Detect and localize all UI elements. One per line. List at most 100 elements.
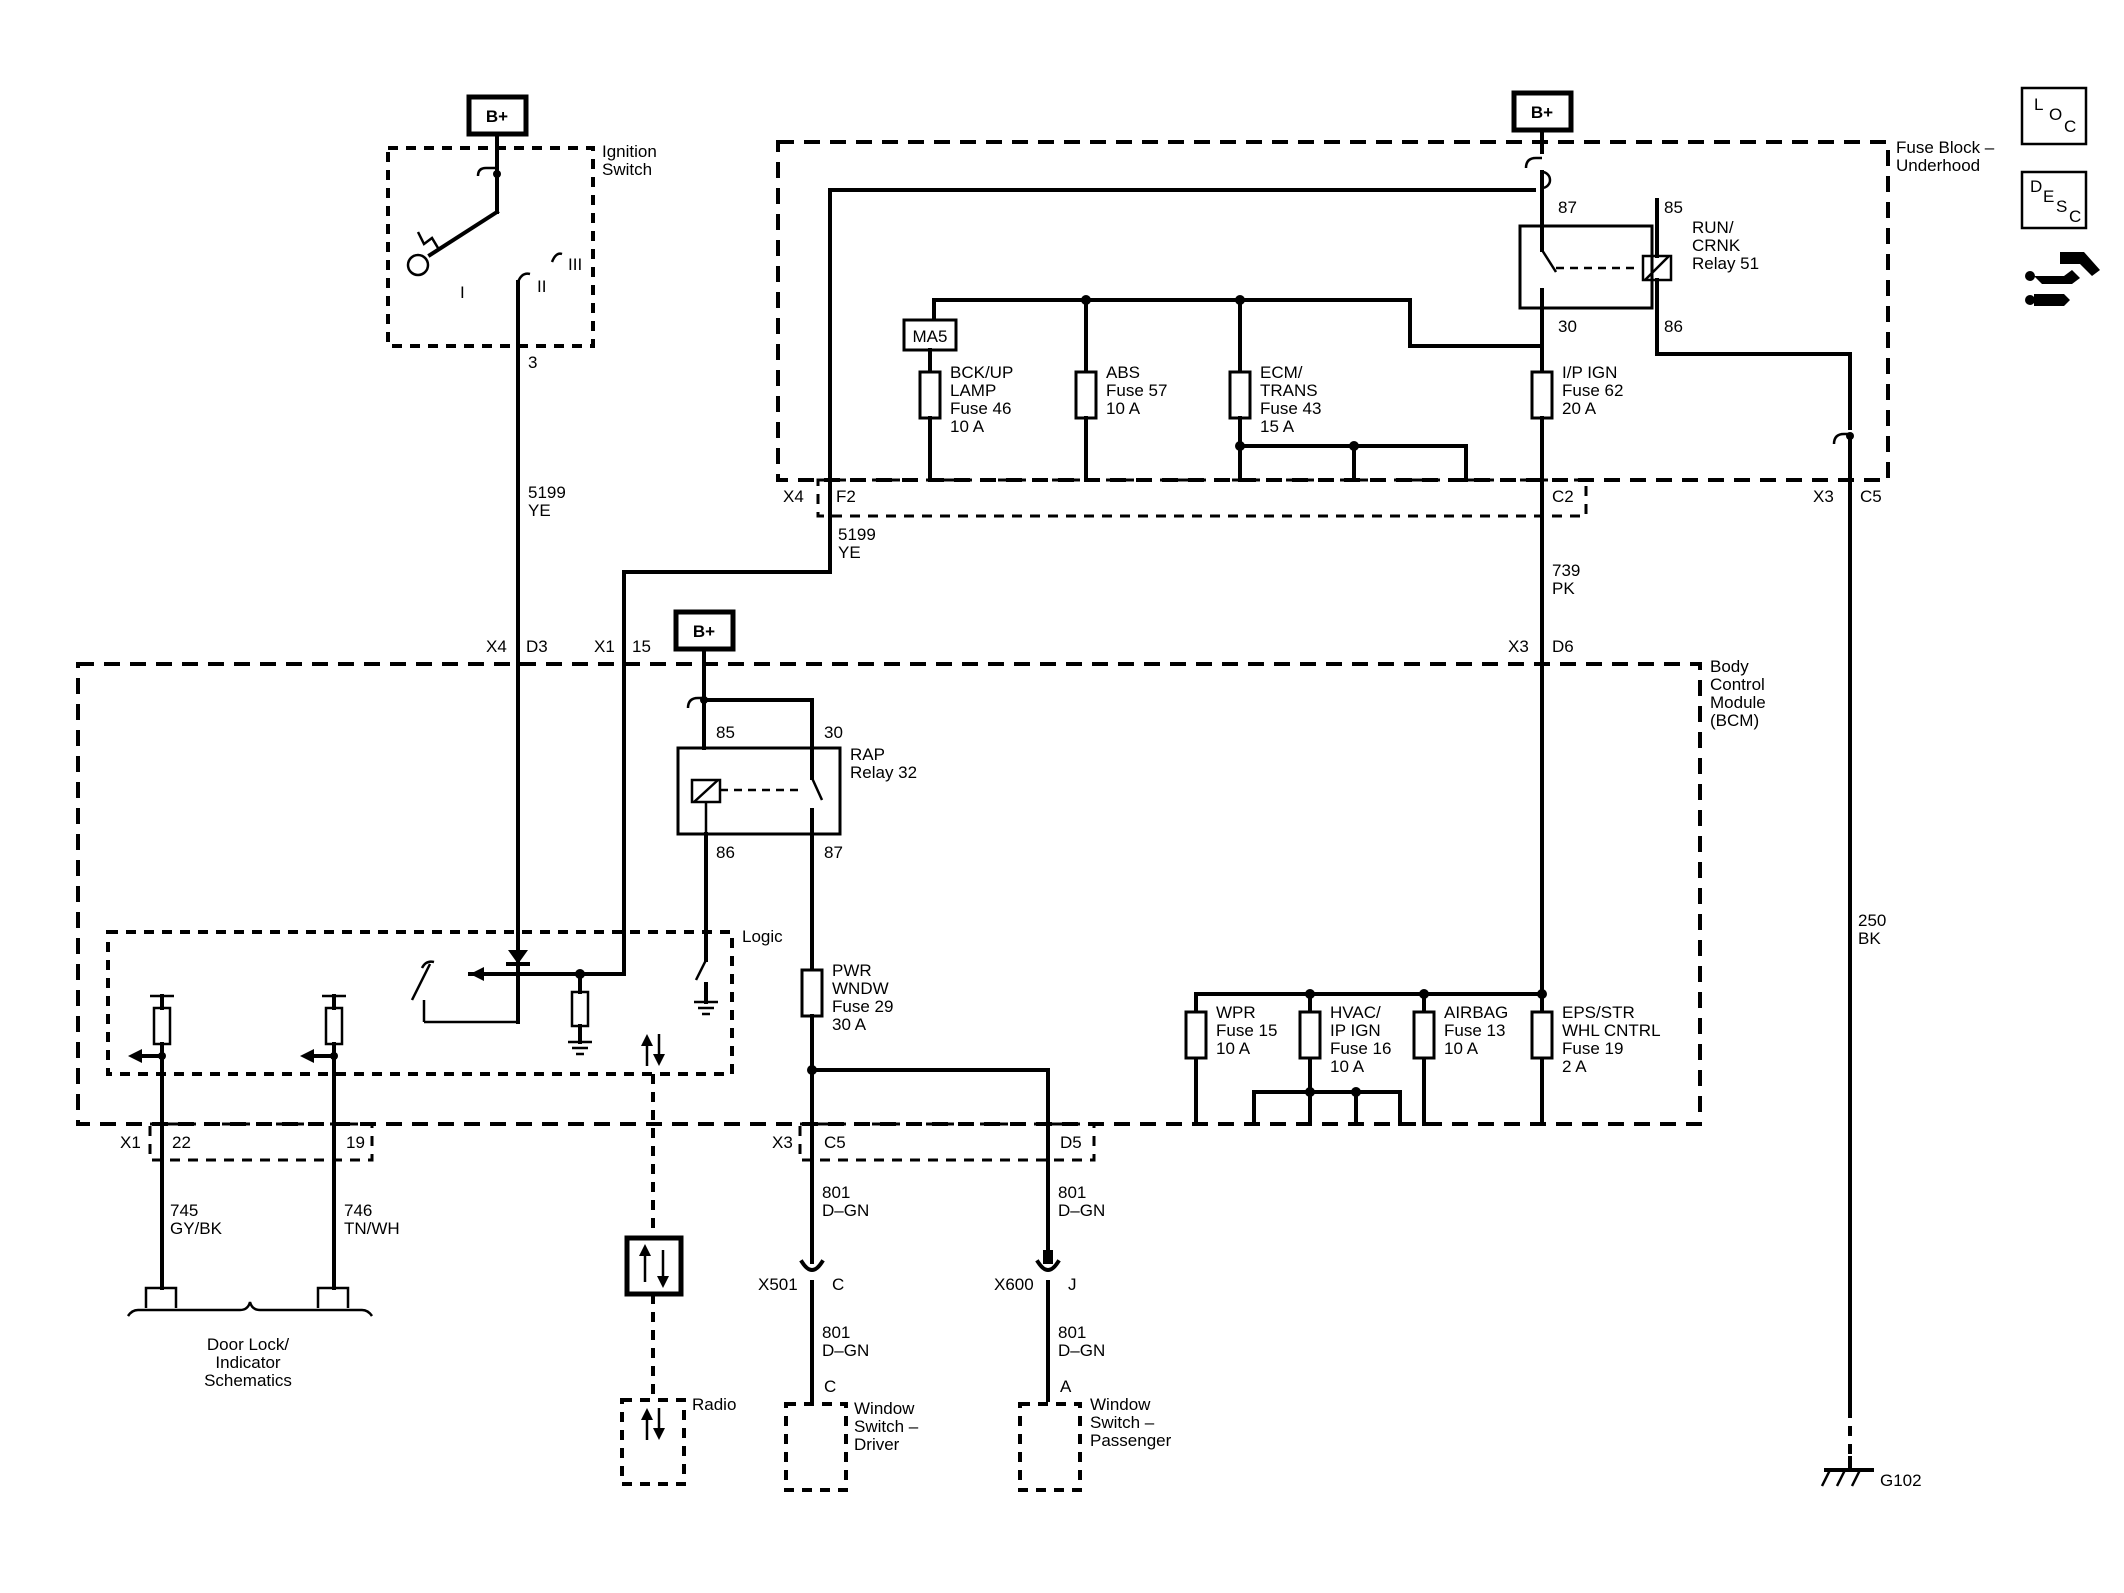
ma5-label: MA5: [913, 327, 948, 346]
fuse19-label: Fuse 19: [1562, 1039, 1623, 1058]
fuse43-label: 15 A: [1260, 417, 1295, 436]
wire-739-color: PK: [1552, 579, 1575, 598]
bcm-conn-d5: D5: [1060, 1133, 1082, 1152]
inline-x501-pin: C: [832, 1275, 844, 1294]
fuse29-label: WNDW: [832, 979, 889, 998]
bcm-label: Module: [1710, 693, 1766, 712]
fb-conn-x4: X4: [783, 487, 804, 506]
fuse16-label: HVAC/: [1330, 1003, 1381, 1022]
inline-x600-pin: J: [1068, 1275, 1077, 1294]
wire-745-color: GY/BK: [170, 1219, 223, 1238]
fb-conn-c5: C5: [1860, 487, 1882, 506]
bcm-conn-15: 15: [632, 637, 651, 656]
window-passenger-label: Switch –: [1090, 1413, 1155, 1432]
bcm-conn-x3: X3: [1508, 637, 1529, 656]
fuse43-label: Fuse 43: [1260, 399, 1321, 418]
door-lock-label: Indicator: [215, 1353, 281, 1372]
door-lock-schematics-ref[interactable]: Door Lock/ Indicator Schematics: [126, 1286, 374, 1390]
desc-icon[interactable]: D E S C: [2020, 170, 2088, 230]
fuse16-label: IP IGN: [1330, 1021, 1381, 1040]
fuse19-label: EPS/STR: [1562, 1003, 1635, 1022]
relay51-pin-85: 85: [1664, 198, 1683, 217]
ign-pos-1: I: [460, 283, 465, 302]
bcm-conn-x4: X4: [486, 637, 507, 656]
ground-label: G102: [1880, 1471, 1922, 1490]
relay32-pin-87: 87: [824, 843, 843, 862]
fuse-block-label: Underhood: [1896, 156, 1980, 175]
wire-801-d5-id: 801: [1058, 1183, 1086, 1202]
wire-801-d5-color: D–GN: [1058, 1201, 1105, 1220]
window-passenger-label: Window: [1090, 1395, 1151, 1414]
wire-801-pass-color: D–GN: [1058, 1341, 1105, 1360]
window-switch-driver: Window Switch – Driver: [784, 1399, 919, 1492]
bcm-conn-19: 19: [346, 1133, 365, 1152]
bcm-conn-bottom-x1: X1: [120, 1133, 141, 1152]
relay32-pin-85: 85: [716, 723, 735, 742]
window-driver-pin: C: [824, 1377, 836, 1396]
wire-801-drv-id: 801: [822, 1323, 850, 1342]
fuse57-label: 10 A: [1106, 399, 1141, 418]
wire-5199-id: 5199: [528, 483, 566, 502]
logic-label: Logic: [742, 927, 783, 946]
fuse15-label: Fuse 15: [1216, 1021, 1277, 1040]
relay51-pin-86: 86: [1664, 317, 1683, 336]
relay51-label: Relay 51: [1692, 254, 1759, 273]
inline-x501: X501: [758, 1275, 798, 1294]
wire-5199-color: YE: [528, 501, 551, 520]
fuse62-label: Fuse 62: [1562, 381, 1623, 400]
window-passenger-pin: A: [1060, 1377, 1072, 1396]
fuse19-label: 2 A: [1562, 1057, 1587, 1076]
bplus-fuse-block: B+: [1511, 90, 1574, 133]
window-driver-label: Window: [854, 1399, 915, 1418]
fuse16-label: 10 A: [1330, 1057, 1365, 1076]
fuse29-label: Fuse 29: [832, 997, 893, 1016]
fuse43-label: ECM/: [1260, 363, 1303, 382]
fuse46-label: BCK/UP: [950, 363, 1013, 382]
bcm-label: Control: [1710, 675, 1765, 694]
fuse57-label: ABS: [1106, 363, 1140, 382]
fb-conn-x3: X3: [1813, 487, 1834, 506]
loc-letter-o: O: [2049, 105, 2062, 124]
bcm-conn-bottom-x3: X3: [772, 1133, 793, 1152]
bcm-conn-x1: X1: [594, 637, 615, 656]
relay32-label: RAP: [850, 745, 885, 764]
fuse13-label: Fuse 13: [1444, 1021, 1505, 1040]
bplus-label: B+: [693, 622, 715, 641]
loc-letter-l: L: [2034, 95, 2043, 114]
radio-label: Radio: [692, 1395, 736, 1414]
ground-g102: G102: [1820, 1456, 1922, 1490]
fuse43-label: TRANS: [1260, 381, 1318, 400]
ignition-switch-label: Switch: [602, 160, 652, 179]
fuse15-label: 10 A: [1216, 1039, 1251, 1058]
fuse19-label: WHL CNTRL: [1562, 1021, 1661, 1040]
fuse-block-label: Fuse Block –: [1896, 138, 1995, 157]
ignition-switch-label: Ignition: [602, 142, 657, 161]
bcm-conn-c5: C5: [824, 1133, 846, 1152]
wire-801-c5-color: D–GN: [822, 1201, 869, 1220]
bcm-conn-d3: D3: [526, 637, 548, 656]
serial-data-arrows-logic: [641, 1034, 665, 1066]
inline-x600: X600: [994, 1275, 1034, 1294]
fuse62-label: I/P IGN: [1562, 363, 1617, 382]
window-switch-passenger: Window Switch – Passenger: [1018, 1395, 1172, 1492]
bplus-bcm: B+: [673, 609, 736, 652]
wire-745-id: 745: [170, 1201, 198, 1220]
fuse46-label: 10 A: [950, 417, 985, 436]
door-lock-label: Schematics: [204, 1371, 292, 1390]
connector-repair-icon[interactable]: [2025, 252, 2100, 306]
fuse29-label: 30 A: [832, 1015, 867, 1034]
wire-250-id: 250: [1858, 911, 1886, 930]
bcm-conn-22: 22: [172, 1133, 191, 1152]
bcm-label: (BCM): [1710, 711, 1759, 730]
desc-letter-c: C: [2069, 207, 2081, 226]
fuse13-label: AIRBAG: [1444, 1003, 1508, 1022]
body-control-module: Body Control Module (BCM) X4 D3 X1 15 X3…: [76, 637, 1766, 1162]
radio-component: Radio: [620, 1395, 736, 1486]
relay51-label: RUN/: [1692, 218, 1734, 237]
ign-pos-3: III: [568, 255, 582, 274]
relay32-pin-30: 30: [824, 723, 843, 742]
door-lock-label: Door Lock/: [207, 1335, 289, 1354]
loc-icon[interactable]: L O C: [2020, 86, 2088, 146]
fb-conn-f2: F2: [836, 487, 856, 506]
